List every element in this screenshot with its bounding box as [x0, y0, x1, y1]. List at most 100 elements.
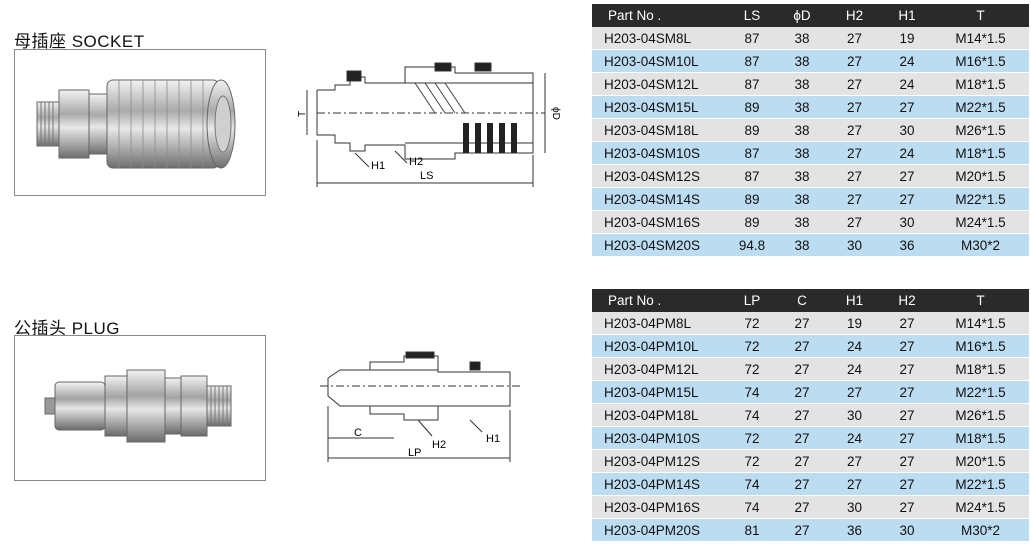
- table-cell: M20*1.5: [932, 164, 1029, 188]
- table-cell: 27: [827, 118, 882, 142]
- table-cell: 27: [882, 495, 932, 519]
- socket-technical-drawing: T H1 H2 LS ϕD: [297, 62, 561, 187]
- table-cell: 27: [882, 426, 932, 450]
- table-cell: 74: [727, 403, 777, 427]
- table-cell: H203-04PM12L: [592, 357, 727, 381]
- table-cell: 27: [777, 334, 827, 358]
- table-cell: 89: [727, 187, 777, 211]
- plug-section-title: 公插头 PLUG: [14, 319, 121, 338]
- table-cell: M24*1.5: [932, 210, 1029, 234]
- table-cell: 24: [827, 334, 882, 358]
- table-cell: 27: [777, 472, 827, 496]
- table-cell: M16*1.5: [932, 49, 1029, 73]
- table-header-row: Part No . LS ϕD H2 H1 T: [592, 4, 1029, 27]
- table-cell: 27: [777, 518, 827, 542]
- table-cell: 27: [827, 472, 882, 496]
- table-cell: 87: [727, 27, 777, 50]
- table-cell: H203-04PM10S: [592, 426, 727, 450]
- table-cell: 30: [882, 210, 932, 234]
- column-header: H1: [827, 289, 882, 312]
- table-cell: 87: [727, 72, 777, 96]
- column-header: H2: [882, 289, 932, 312]
- table-cell: 87: [727, 141, 777, 165]
- table-cell: 27: [777, 312, 827, 335]
- column-header: C: [777, 289, 827, 312]
- table-cell: M16*1.5: [932, 334, 1029, 358]
- plug-dim-h1: H1: [486, 433, 500, 445]
- table-cell: 38: [777, 187, 827, 211]
- socket-dim-d: ϕD: [550, 107, 561, 120]
- table-cell: 30: [827, 233, 882, 257]
- table-cell: 27: [827, 164, 882, 188]
- table-cell: 27: [827, 380, 882, 404]
- table-cell: 94.8: [727, 233, 777, 257]
- plug-dim-c: C: [354, 427, 362, 439]
- table-cell: 27: [827, 95, 882, 119]
- table-cell: H203-04SM18L: [592, 118, 727, 142]
- table-cell: 74: [727, 495, 777, 519]
- table-cell: 27: [777, 449, 827, 473]
- table-cell: M18*1.5: [932, 426, 1029, 450]
- table-cell: H203-04SM10S: [592, 141, 727, 165]
- plug-technical-drawing: C H1 H2 LP: [320, 351, 520, 462]
- table-cell: 72: [727, 357, 777, 381]
- table-cell: 27: [882, 403, 932, 427]
- table-cell: 74: [727, 380, 777, 404]
- table-cell: 27: [777, 426, 827, 450]
- table-cell: H203-04PM18L: [592, 403, 727, 427]
- table-cell: 38: [777, 118, 827, 142]
- column-header: LS: [727, 4, 777, 27]
- table-cell: H203-04SM12L: [592, 72, 727, 96]
- table-cell: 89: [727, 95, 777, 119]
- table-cell: 72: [727, 426, 777, 450]
- column-header: T: [932, 4, 1029, 27]
- table-cell: M22*1.5: [932, 95, 1029, 119]
- table-cell: 24: [827, 357, 882, 381]
- table-cell: 27: [882, 95, 932, 119]
- table-cell: M22*1.5: [932, 380, 1029, 404]
- table-cell: 30: [827, 495, 882, 519]
- table-cell: 19: [827, 312, 882, 335]
- table-cell: 89: [727, 210, 777, 234]
- table-cell: M14*1.5: [932, 312, 1029, 335]
- table-cell: H203-04PM14S: [592, 472, 727, 496]
- table-cell: 30: [882, 118, 932, 142]
- table-cell: H203-04SM12S: [592, 164, 727, 188]
- table-cell: 72: [727, 334, 777, 358]
- table-cell: H203-04PM12S: [592, 449, 727, 473]
- table-cell: H203-04SM8L: [592, 27, 727, 50]
- table-cell: 27: [777, 495, 827, 519]
- table-cell: 27: [777, 357, 827, 381]
- socket-section-title: 母插座 SOCKET: [14, 32, 145, 51]
- column-header: H1: [882, 4, 932, 27]
- table-cell: 38: [777, 233, 827, 257]
- socket-dim-h2: H2: [409, 156, 423, 168]
- table-cell: 72: [727, 449, 777, 473]
- table-cell: 38: [777, 27, 827, 50]
- table-cell: 81: [727, 518, 777, 542]
- table-cell: 27: [882, 312, 932, 335]
- table-cell: 27: [882, 334, 932, 358]
- table-cell: 24: [882, 141, 932, 165]
- table-cell: H203-04PM16S: [592, 495, 727, 519]
- table-cell: M20*1.5: [932, 449, 1029, 473]
- table-cell: H203-04PM8L: [592, 312, 727, 335]
- socket-dim-t: T: [297, 111, 308, 117]
- table-cell: 27: [882, 472, 932, 496]
- table-cell: 24: [882, 49, 932, 73]
- table-cell: 27: [827, 27, 882, 50]
